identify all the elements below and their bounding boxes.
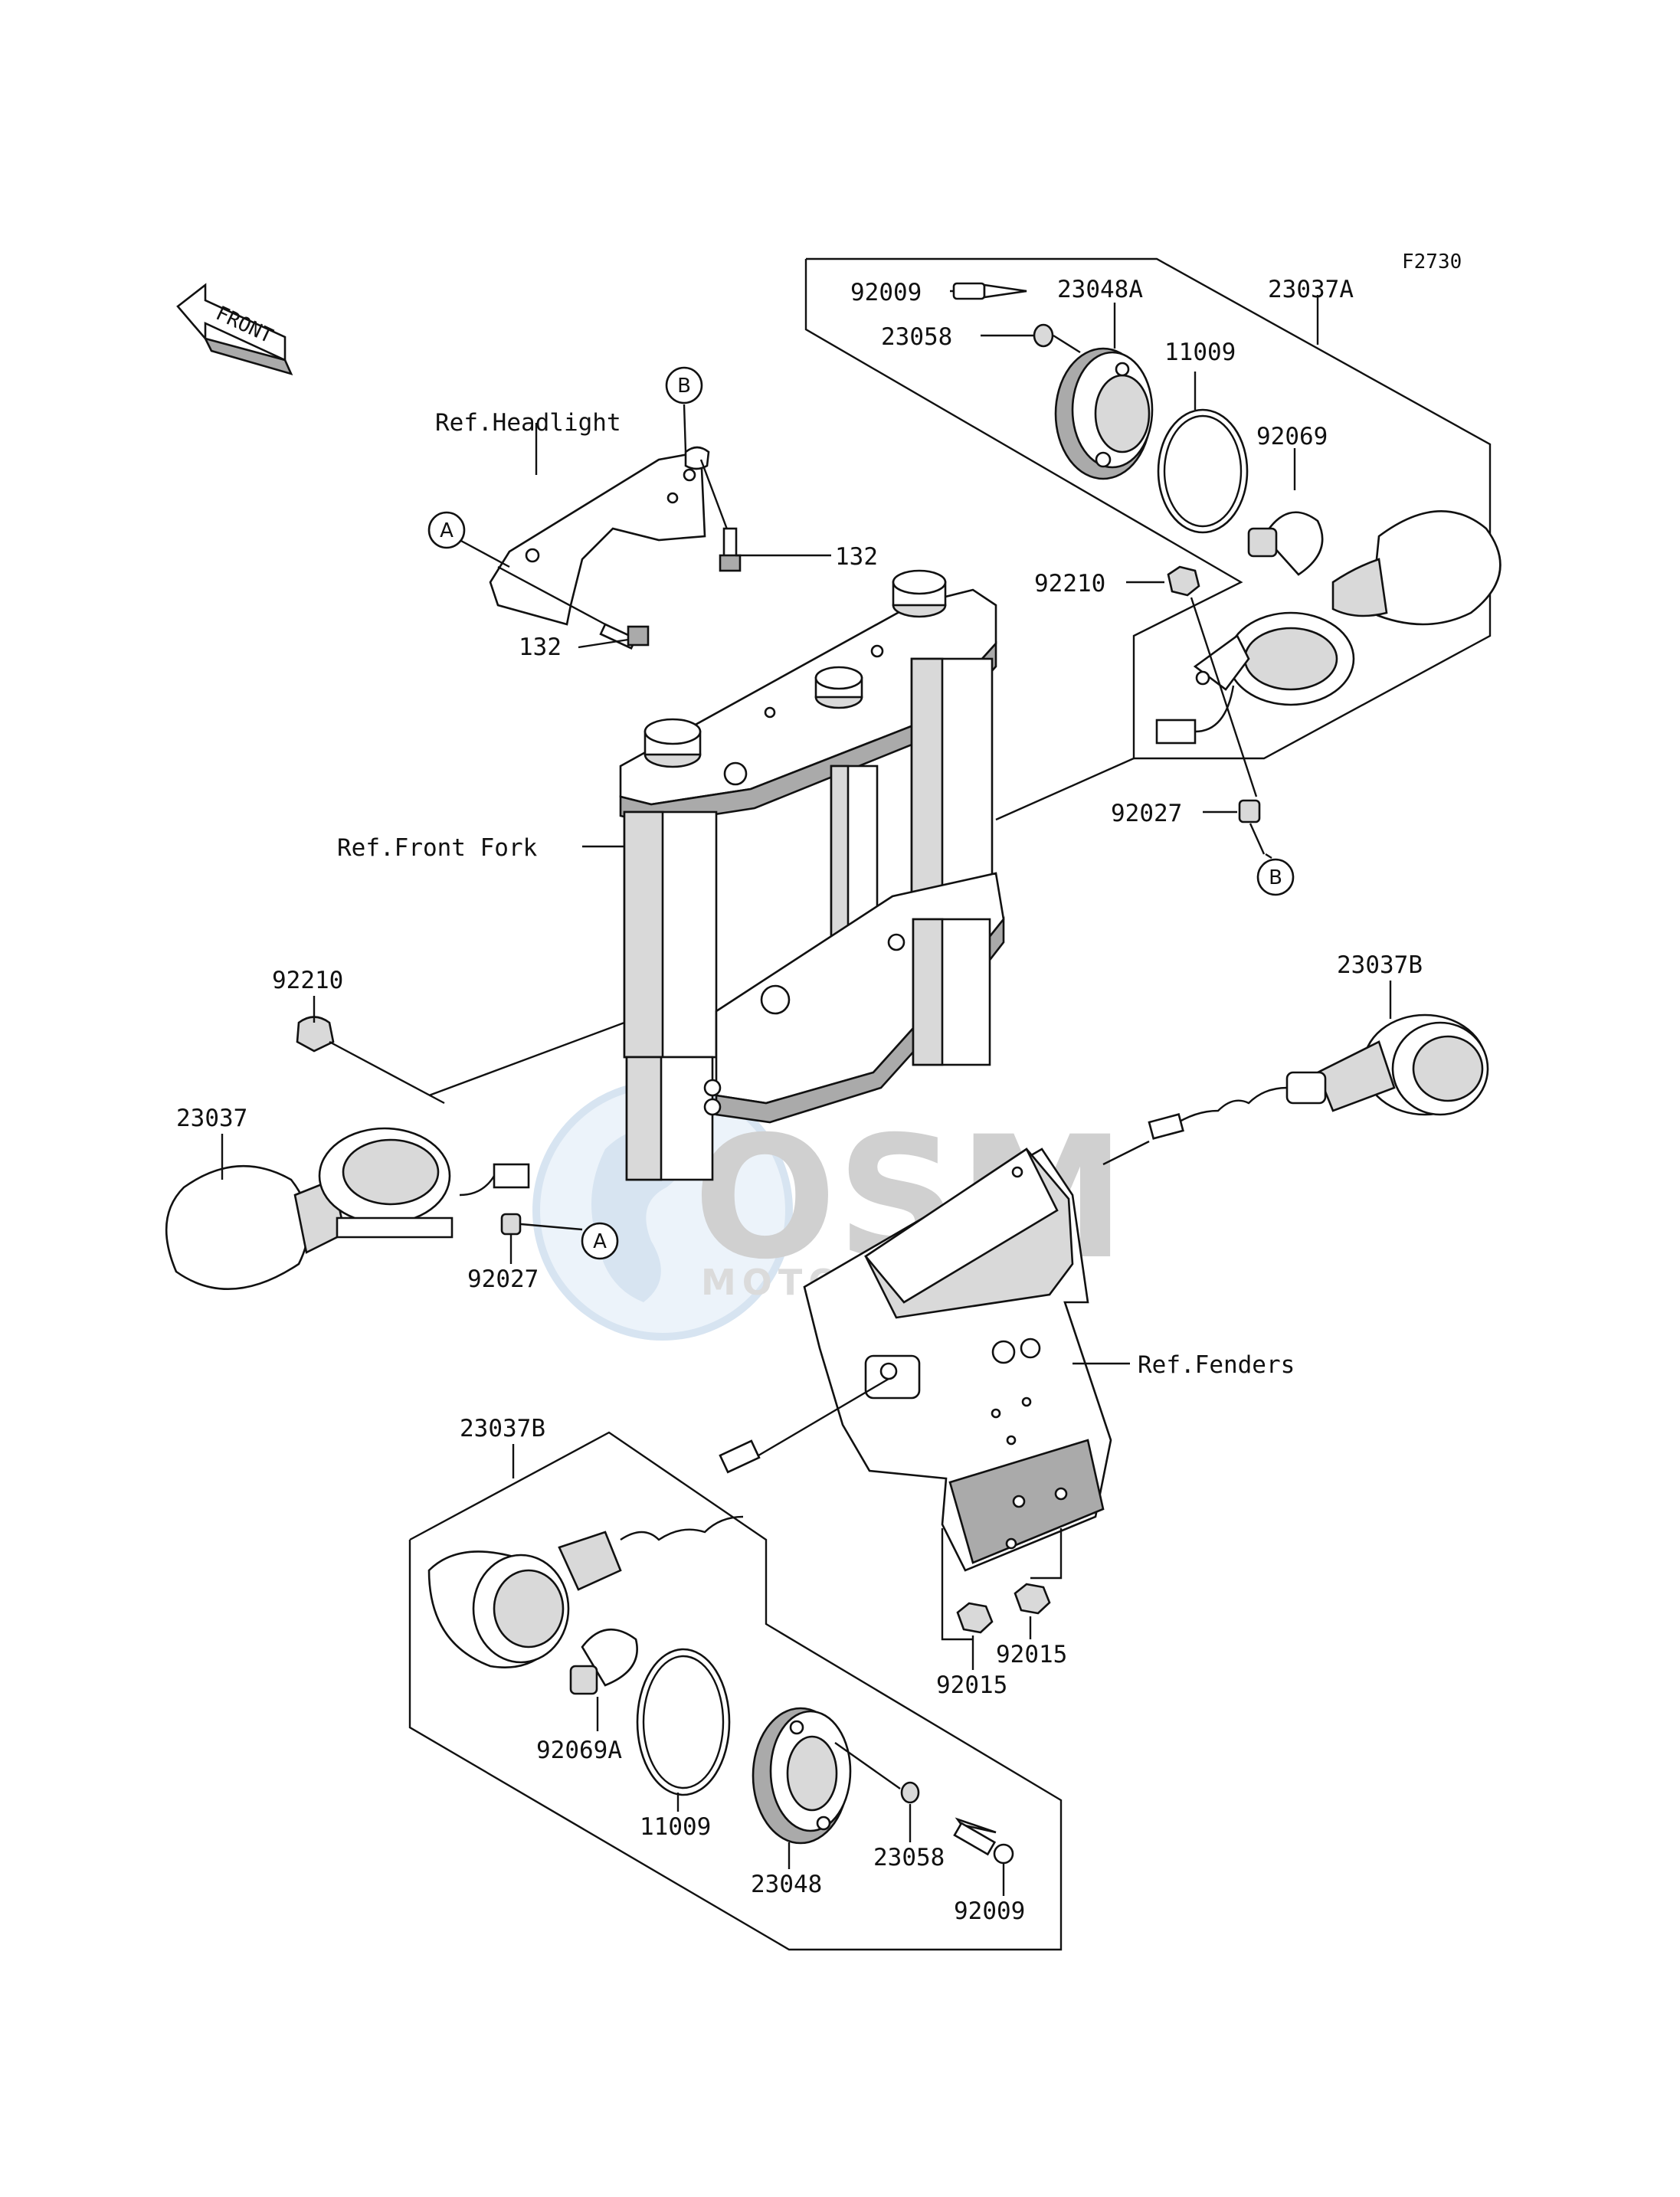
bulb-92069 <box>1247 511 1324 576</box>
lens-23048 <box>752 1707 852 1869</box>
gasket-11009-bottom-inner <box>642 1655 725 1789</box>
screw-92009-top <box>950 282 1027 300</box>
lens-23048a <box>1054 347 1154 480</box>
part-label-23048: 23048 <box>751 1871 822 1898</box>
turn-signal-23037b-right <box>1148 1013 1489 1140</box>
part-label-92069a: 92069A <box>536 1737 622 1764</box>
screw-92009-bottom <box>953 1817 1014 1896</box>
part-label-23058-bottom: 23058 <box>873 1844 945 1871</box>
front-fork-assembly <box>619 569 1005 1181</box>
callout-b-top: B <box>665 366 703 453</box>
bolt-132-lower <box>497 565 650 650</box>
callout-a-top-label: A <box>440 519 454 542</box>
washer-23058-top <box>981 323 1081 354</box>
part-label-92009-top: 92009 <box>850 279 922 306</box>
nut-92210-left <box>296 996 445 1105</box>
part-label-23037a: 23037A <box>1268 276 1354 303</box>
part-label-23058-top: 23058 <box>881 323 952 351</box>
ref-headlight-label: Ref.Headlight <box>435 409 621 437</box>
callout-a-left: A <box>581 1222 619 1260</box>
grommet-92027-top <box>1203 799 1266 855</box>
callout-b-top-label: B <box>677 375 691 398</box>
part-label-11009-top: 11009 <box>1164 339 1236 366</box>
turn-signal-23037b-bottom <box>427 1439 761 1668</box>
figure-code: F2730 <box>1402 250 1462 273</box>
part-label-23037b-bottom: 23037B <box>460 1415 545 1442</box>
part-label-132-upper: 132 <box>835 543 878 571</box>
part-label-23048a: 23048A <box>1057 276 1143 303</box>
ref-fenders-label: Ref.Fenders <box>1138 1351 1295 1379</box>
gasket-11009-top <box>1157 408 1249 534</box>
group-box-23037b <box>408 1431 1063 1951</box>
ref-front-fork-label: Ref.Front Fork <box>337 834 538 862</box>
part-label-92210-left: 92210 <box>272 967 343 994</box>
bolt-132-upper <box>699 459 742 572</box>
part-label-23037: 23037 <box>176 1105 247 1132</box>
callout-b-right: B <box>1256 853 1295 896</box>
part-label-92069: 92069 <box>1256 423 1328 450</box>
part-label-92009-bottom: 92009 <box>954 1897 1025 1925</box>
nut-92015-right <box>1014 1583 1051 1639</box>
part-label-92027-top: 92027 <box>1111 800 1182 827</box>
part-label-132-lower: 132 <box>519 634 562 661</box>
leader-92015-l <box>941 1528 973 1641</box>
nut-92015-left <box>956 1602 994 1670</box>
gasket-11009-top-inner <box>1163 414 1243 528</box>
front-direction-arrow: FRONT <box>176 283 293 376</box>
fender-bracket <box>803 1148 1112 1572</box>
group-box-23037a <box>804 257 1492 760</box>
leader-fork-left <box>428 1021 625 1097</box>
callout-b-right-label: B <box>1269 866 1282 889</box>
bulb-92069a <box>569 1628 638 1731</box>
callout-a-left-label: A <box>593 1230 607 1253</box>
turn-signal-23037a <box>1155 509 1502 745</box>
washer-23058-bottom <box>834 1742 920 1842</box>
leader-92015-r <box>1030 1528 1063 1580</box>
leader-132-lower <box>578 638 629 649</box>
part-label-92210-top: 92210 <box>1034 570 1105 598</box>
gasket-11009-bottom <box>636 1648 731 1796</box>
leader-fender-left-hole <box>758 1377 889 1457</box>
turn-signal-23037 <box>165 1127 530 1290</box>
leader-23037b-right-conn <box>1102 1140 1150 1166</box>
callout-a-top: A <box>427 511 510 568</box>
part-label-92015-right: 92015 <box>996 1641 1067 1668</box>
part-label-92015-left: 92015 <box>936 1671 1007 1699</box>
headlight-bracket <box>489 446 710 626</box>
leader-fork-right <box>995 757 1135 821</box>
grommet-92027-left <box>500 1213 583 1264</box>
nut-92210-top <box>1126 565 1258 797</box>
part-label-92027-left: 92027 <box>467 1265 539 1293</box>
part-label-11009-bottom: 11009 <box>640 1813 711 1841</box>
part-label-23037b-right: 23037B <box>1337 951 1423 979</box>
